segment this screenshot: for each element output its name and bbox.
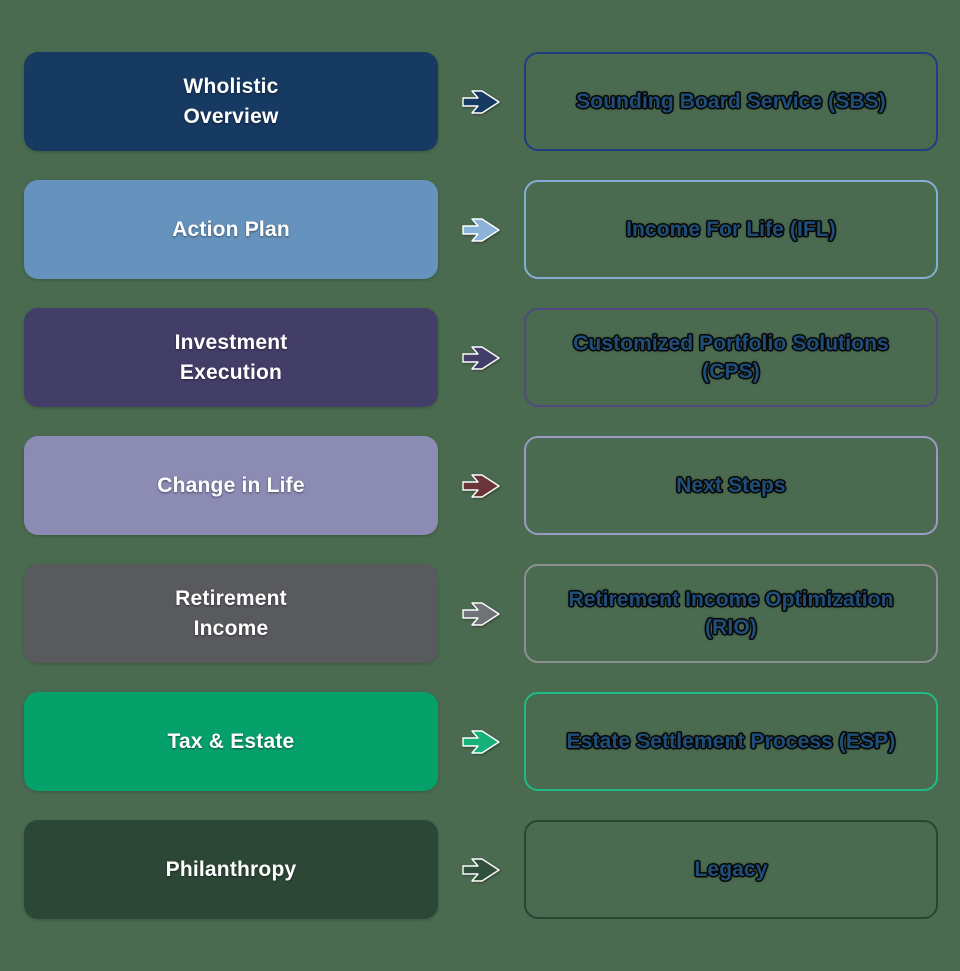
arrow-cell: [438, 692, 524, 791]
right-arrow-icon: [462, 729, 500, 754]
service-box[interactable]: Income For Life (IFL): [524, 180, 938, 279]
process-row: Action Plan Income For Life (IFL): [24, 180, 938, 279]
arrow-cell: [438, 308, 524, 407]
arrow-cell: [438, 436, 524, 535]
stage-box[interactable]: Philanthropy: [24, 820, 438, 919]
service-label: Next Steps: [676, 473, 786, 497]
service-box[interactable]: Legacy: [524, 820, 938, 919]
service-label: Customized Portfolio Solutions (CPS): [573, 331, 889, 383]
stage-label: Tax & Estate: [167, 729, 295, 753]
service-label: Income For Life (IFL): [626, 217, 836, 241]
service-label: Sounding Board Service (SBS): [576, 89, 886, 113]
process-row: Philanthropy Legacy: [24, 820, 938, 919]
stage-label: Wholistic Overview: [183, 75, 279, 128]
right-arrow-icon: [462, 217, 500, 242]
stage-label: Investment Execution: [174, 331, 288, 384]
stage-label: Retirement Income: [175, 587, 287, 640]
stage-box[interactable]: Wholistic Overview: [24, 52, 438, 151]
arrow-cell: [438, 564, 524, 663]
service-label: Legacy: [694, 857, 768, 881]
service-box[interactable]: Customized Portfolio Solutions (CPS): [524, 308, 938, 407]
stage-box[interactable]: Change in Life: [24, 436, 438, 535]
stage-label: Philanthropy: [165, 857, 297, 881]
right-arrow-icon: [462, 89, 500, 114]
service-label: Estate Settlement Process (ESP): [566, 729, 896, 753]
stage-box[interactable]: Action Plan: [24, 180, 438, 279]
process-row: Retirement Income Retirement Income Optim…: [24, 564, 938, 663]
stage-box[interactable]: Tax & Estate: [24, 692, 438, 791]
service-box[interactable]: Next Steps: [524, 436, 938, 535]
stage-box[interactable]: Investment Execution: [24, 308, 438, 407]
right-arrow-icon: [462, 601, 500, 626]
process-row: Tax & Estate Estate Settlement Process (E…: [24, 692, 938, 791]
service-box[interactable]: Estate Settlement Process (ESP): [524, 692, 938, 791]
service-box[interactable]: Sounding Board Service (SBS): [524, 52, 938, 151]
process-row: Investment Execution Customized Portfolio…: [24, 308, 938, 407]
stage-box[interactable]: Retirement Income: [24, 564, 438, 663]
service-label: Retirement Income Optimization (RIO): [568, 587, 894, 639]
arrow-cell: [438, 52, 524, 151]
right-arrow-icon: [462, 473, 500, 498]
stage-label: Action Plan: [172, 217, 290, 241]
arrow-cell: [438, 180, 524, 279]
right-arrow-icon: [462, 345, 500, 370]
process-row: Change in Life Next Steps: [24, 436, 938, 535]
process-row: Wholistic Overview Sounding Board Service…: [24, 52, 938, 151]
service-box[interactable]: Retirement Income Optimization (RIO): [524, 564, 938, 663]
arrow-cell: [438, 820, 524, 919]
right-arrow-icon: [462, 857, 500, 882]
stage-label: Change in Life: [157, 473, 305, 497]
